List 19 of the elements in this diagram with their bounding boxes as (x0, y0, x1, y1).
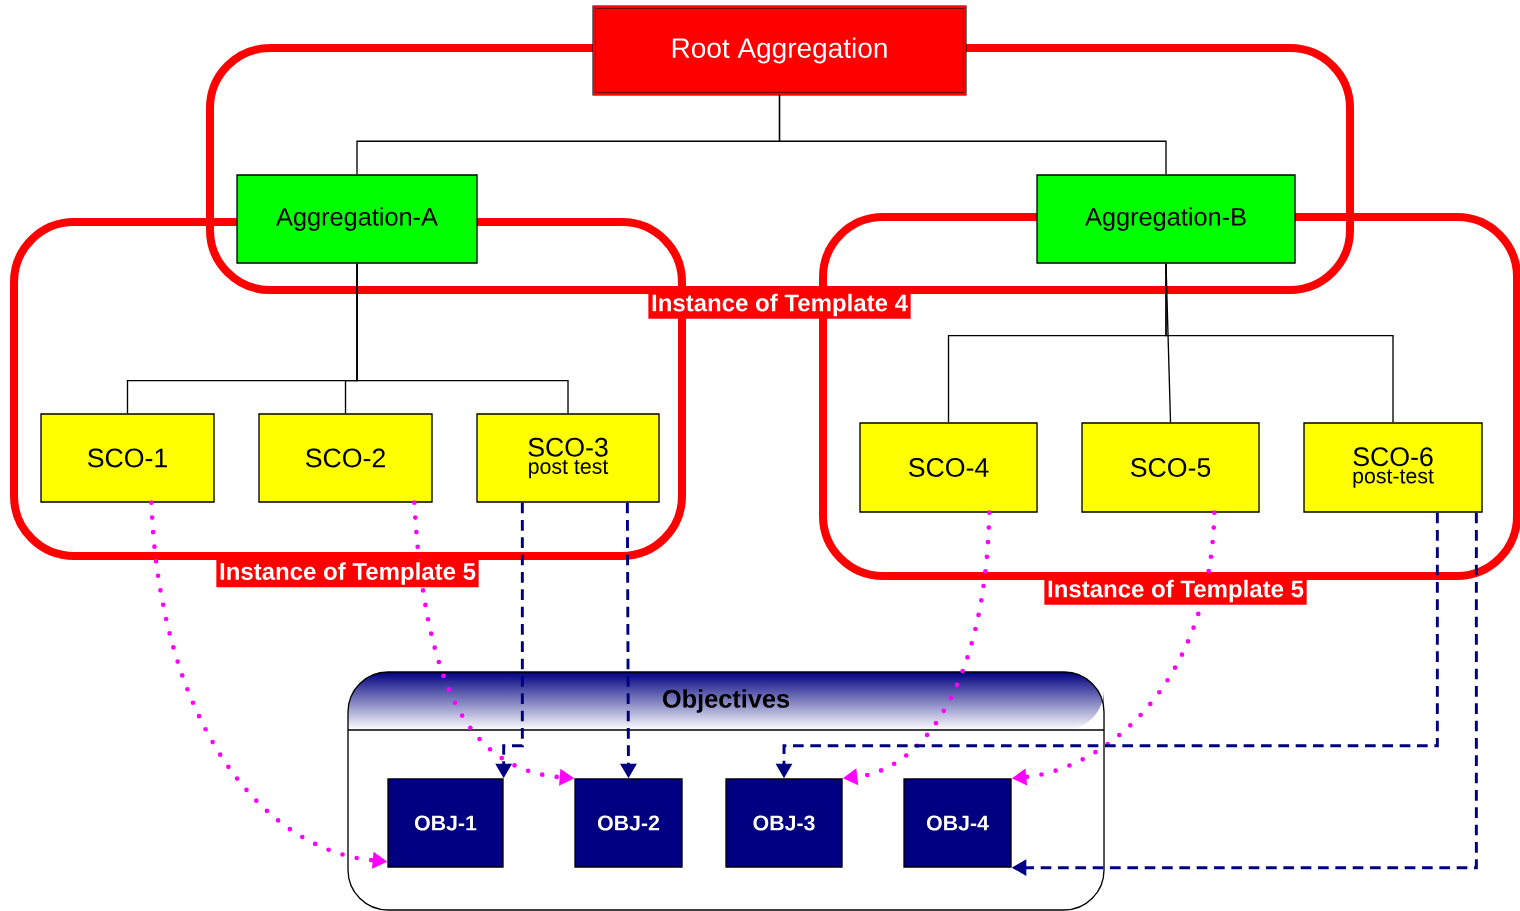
connector-line (1165, 263, 1394, 423)
sco-box: SCO-2 (258, 413, 433, 503)
sco-box: SCO-4 (859, 422, 1038, 513)
connector-line (778, 93, 1167, 175)
connector-line (356, 263, 569, 414)
template-label: Instance of Template 5 (216, 559, 479, 588)
aggregation-box: Aggregation-A (236, 174, 478, 264)
root-box: Root Aggregation (592, 5, 967, 96)
objective-box: OBJ-2 (574, 778, 683, 868)
objective-box: OBJ-1 (387, 778, 504, 868)
template-label: Instance of Template 5 (1044, 577, 1307, 605)
sco-box: SCO-6 post-test (1303, 422, 1483, 513)
objective-box: OBJ-3 (725, 778, 843, 868)
objective-box: OBJ-4 (903, 778, 1012, 868)
sco-box: SCO-1 (40, 413, 215, 503)
template-label: Instance of Template 4 (648, 291, 911, 319)
sco-box: SCO-5 (1081, 422, 1260, 513)
sco-box: SCO-3 post test (476, 413, 660, 503)
aggregation-box: Aggregation-B (1036, 174, 1296, 264)
